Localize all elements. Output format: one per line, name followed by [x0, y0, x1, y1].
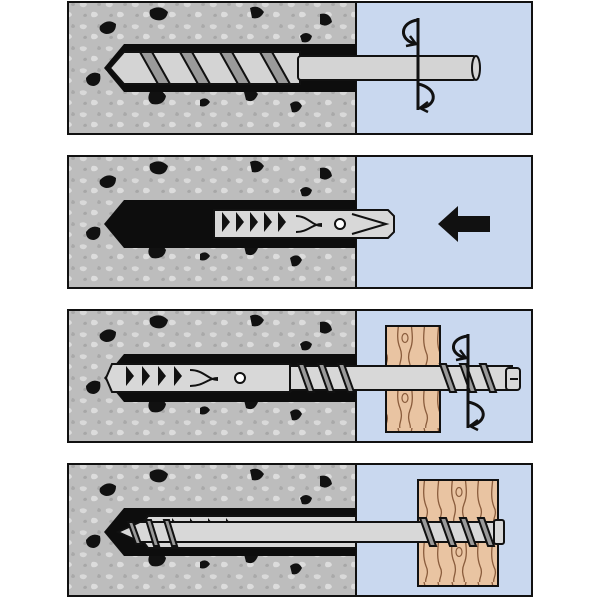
screw-icon	[289, 363, 521, 393]
step-2-insert-plug	[67, 155, 533, 289]
drill-bit-icon	[108, 51, 481, 85]
rotate-arrow-icon	[402, 18, 435, 114]
step-4-fixed	[67, 463, 533, 597]
push-left-arrow-icon	[438, 206, 490, 242]
rotate-arrow-icon	[452, 334, 485, 432]
wall-plug-icon	[213, 209, 395, 239]
step-1-drill	[67, 1, 533, 135]
step-3-screw-through-wood	[67, 309, 533, 443]
screw-icon	[115, 517, 505, 547]
wall-plug-icon	[104, 363, 297, 393]
